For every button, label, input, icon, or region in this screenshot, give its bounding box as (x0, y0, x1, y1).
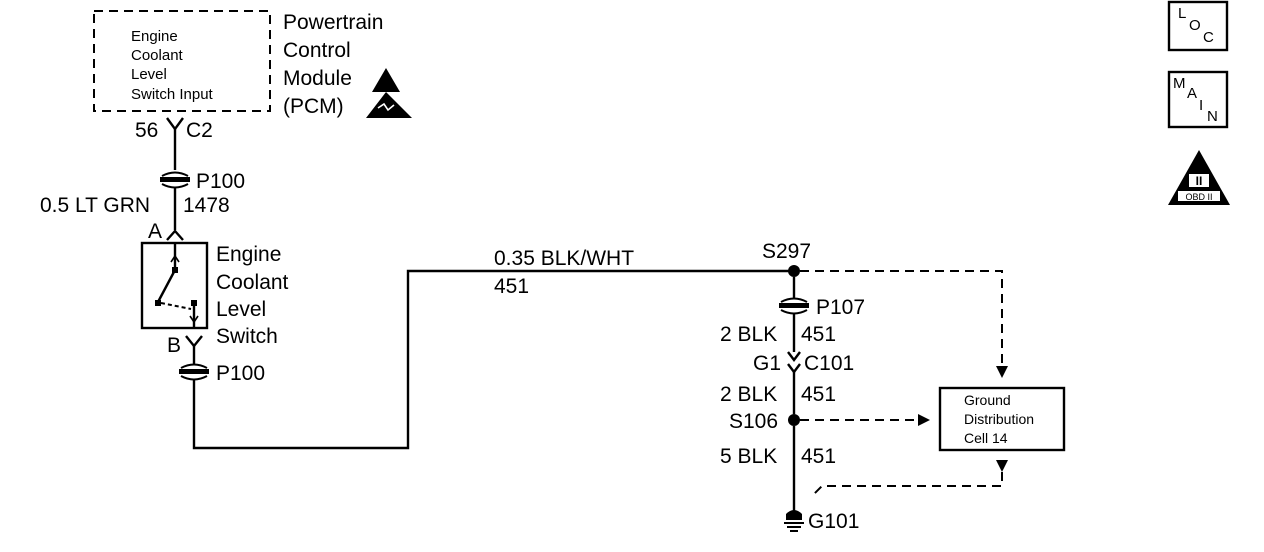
main-char-3: I (1199, 97, 1203, 114)
pcm-input-line-3: Level (131, 66, 167, 83)
pcm-name-line-3: Module (283, 67, 352, 90)
main-char-4: N (1207, 108, 1218, 125)
wire-top-gauge-color: 0.5 LT GRN (40, 194, 150, 217)
switch-terminal-a: A (148, 220, 162, 243)
ground-dist-line-2: Distribution (964, 411, 1034, 427)
main-char-2: A (1187, 85, 1197, 102)
p107-connector-icon (779, 297, 809, 315)
ground-g101-label: G101 (808, 510, 859, 533)
pcm-name-line-2: Control (283, 39, 351, 62)
pcm-name-line-4: (PCM) (283, 95, 344, 118)
switch-name-line-3: Level (216, 298, 266, 321)
ground-distribution-box (938, 386, 1066, 452)
splice-s106-dot (788, 414, 800, 426)
p100-lower-connector-icon (179, 363, 209, 381)
pcm-pin-number: 56 (135, 119, 158, 142)
ground-g101-icon (784, 510, 804, 532)
ground-dist-left-arrow-icon (918, 414, 930, 426)
pcm-input-line-2: Coolant (131, 47, 184, 64)
switch-name-line-4: Switch (216, 325, 278, 348)
p100-top-connector-icon (160, 171, 190, 189)
seg2-gauge: 2 BLK (720, 383, 777, 406)
pcm-input-line-4: Switch Input (131, 86, 214, 103)
ground-dist-line-1: Ground (964, 392, 1011, 408)
esd-hand-icon (366, 92, 412, 118)
seg1-circuit: 451 (801, 323, 836, 346)
obd-ii-icon[interactable]: II OBD II (1168, 150, 1230, 205)
p100-lower-label: P100 (216, 362, 265, 385)
wire-mid-circuit: 451 (494, 275, 529, 298)
pcm-pin-terminal (166, 117, 184, 132)
connector-c101-label: C101 (804, 352, 854, 375)
wire-451-blk-wht (192, 269, 794, 450)
pcm-name-line-1: Powertrain (283, 11, 383, 34)
ground-dist-bottom-arrow-icon (996, 460, 1008, 472)
splice-s297-dot (788, 265, 800, 277)
seg3-circuit: 451 (801, 445, 836, 468)
obd-text: OBD II (1185, 192, 1212, 202)
pcm-connector-c2: C2 (186, 119, 213, 142)
splice-s297-label: S297 (762, 240, 811, 263)
main-char-1: M (1173, 75, 1186, 92)
seg1-gauge: 2 BLK (720, 323, 777, 346)
pcm-input-line-1: Engine (131, 28, 178, 45)
wire-top-circuit: 1478 (183, 194, 230, 217)
loc-char-1: L (1178, 5, 1186, 22)
switch-terminal-b: B (167, 334, 181, 357)
obd-numeral: II (1196, 174, 1203, 188)
loc-char-2: O (1189, 17, 1201, 34)
seg2-circuit: 451 (801, 383, 836, 406)
splice-s106-label: S106 (729, 410, 778, 433)
ground-dist-line-3: Cell 14 (964, 430, 1008, 446)
switch-name-line-1: Engine (216, 243, 281, 266)
wire-mid-gauge-color: 0.35 BLK/WHT (494, 247, 634, 270)
connector-p107-label: P107 (816, 296, 865, 319)
main-icon[interactable]: M A I N (1167, 70, 1229, 129)
loc-char-3: C (1203, 29, 1214, 46)
loc-icon[interactable]: L O C (1167, 0, 1229, 52)
seg3-gauge: 5 BLK (720, 445, 777, 468)
pin-g1: G1 (753, 352, 781, 375)
pcm-box (93, 10, 271, 112)
switch-name-line-2: Coolant (216, 271, 289, 294)
esd-warning-icon (372, 68, 400, 92)
switch-contact-icon (155, 243, 199, 328)
ground-dist-top-arrow-icon (996, 366, 1008, 378)
p100-top-label: P100 (196, 170, 245, 193)
